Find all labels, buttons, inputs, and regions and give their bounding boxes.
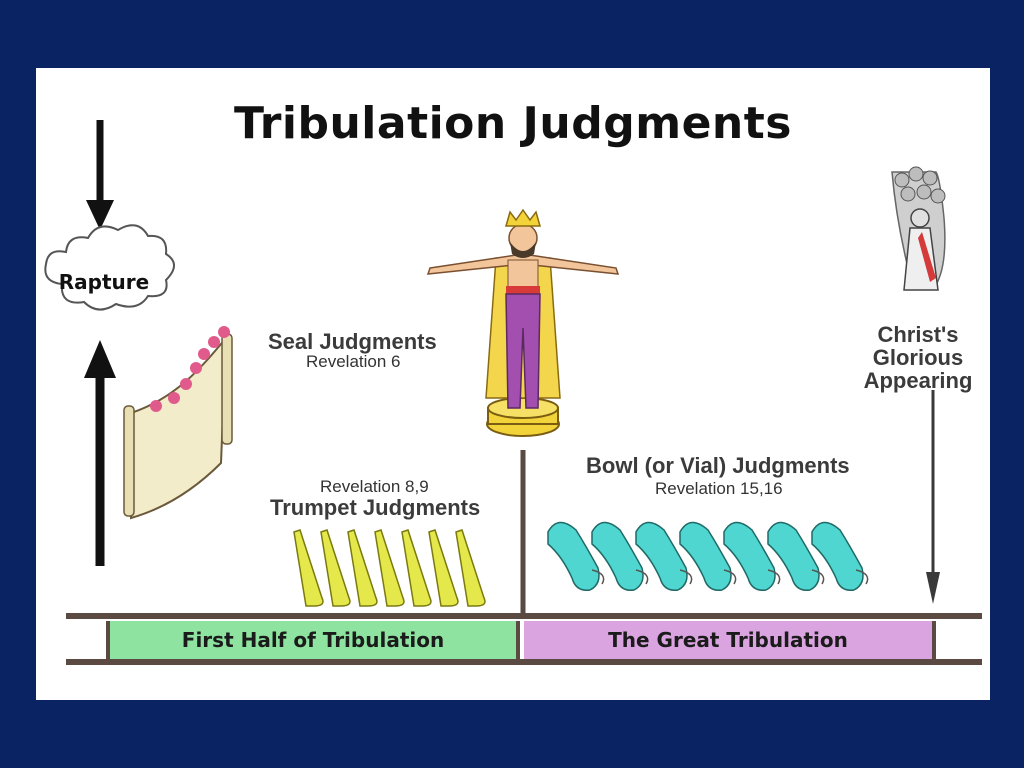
bowls-group bbox=[547, 521, 869, 591]
bowl-judgments-title: Bowl (or Vial) Judgments bbox=[586, 453, 850, 478]
trumpet-icon bbox=[293, 529, 324, 607]
trumpet-icon bbox=[374, 529, 405, 607]
appearing-line-1: Christ's bbox=[877, 322, 959, 347]
antichrist-figure-icon bbox=[426, 208, 620, 437]
timeline-bottom-rail bbox=[66, 659, 982, 665]
trumpet-icon bbox=[401, 529, 432, 607]
bowl-icon bbox=[635, 521, 693, 591]
timeline-top-rail bbox=[66, 613, 982, 619]
trumpet-icon bbox=[455, 529, 486, 607]
scroll-icon bbox=[123, 326, 233, 520]
appearing-line-2: Glorious bbox=[872, 345, 964, 371]
trumpets-group bbox=[293, 529, 486, 607]
bowl-icon bbox=[547, 521, 605, 591]
rapture-label: Rapture bbox=[58, 270, 150, 294]
christ-appearing-label: Christ's Glorious Appearing bbox=[856, 323, 980, 392]
bowl-icon bbox=[679, 521, 737, 591]
bowl-judgments-reference: Revelation 15,16 bbox=[655, 479, 783, 498]
bowl-icon bbox=[767, 521, 825, 591]
seal-judgments-reference: Revelation 6 bbox=[306, 352, 401, 371]
trumpet-icon bbox=[347, 529, 378, 607]
down-arrow-icon bbox=[86, 120, 114, 230]
diagram-panel: Tribulation Judgments bbox=[36, 68, 990, 700]
diagram-title: Tribulation Judgments bbox=[234, 98, 792, 149]
bowl-icon bbox=[811, 521, 869, 591]
bowl-icon bbox=[723, 521, 781, 591]
up-arrow-icon bbox=[84, 340, 116, 566]
cloud-icon bbox=[44, 224, 175, 311]
trumpet-icon bbox=[428, 529, 459, 607]
descending-arrow-icon bbox=[926, 390, 940, 604]
bowl-icon bbox=[591, 521, 649, 591]
great-tribulation-bar: The Great Tribulation bbox=[524, 621, 936, 659]
christ-with-saints-icon bbox=[891, 166, 946, 291]
illustration-layer bbox=[44, 120, 946, 616]
appearing-line-3: Appearing bbox=[863, 368, 973, 394]
seal-judgments-title: Seal Judgments bbox=[268, 329, 437, 354]
trumpet-judgments-title: Trumpet Judgments bbox=[270, 495, 481, 520]
trumpet-judgments-reference: Revelation 8,9 bbox=[320, 477, 429, 496]
first-half-bar: First Half of Tribulation bbox=[106, 621, 520, 659]
trumpet-icon bbox=[320, 529, 351, 607]
